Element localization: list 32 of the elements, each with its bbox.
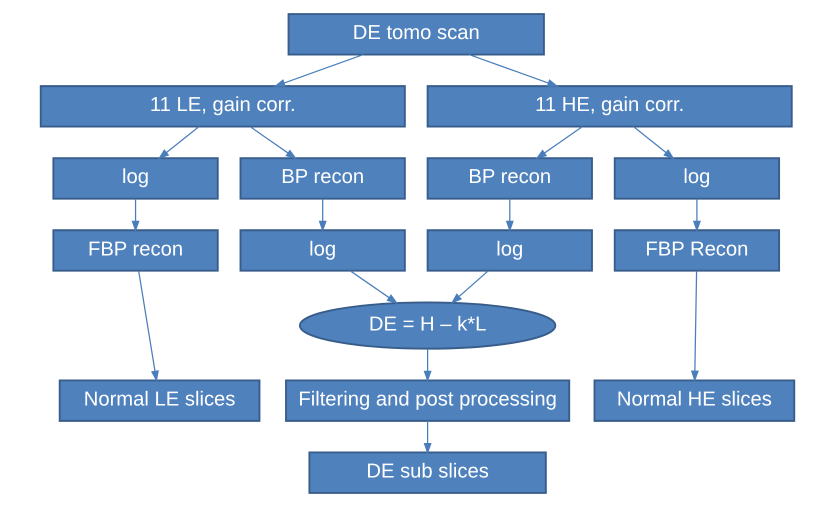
arrow bbox=[138, 270, 158, 382]
arrow bbox=[131, 198, 140, 232]
node-box: FBP recon bbox=[52, 228, 218, 272]
arrow bbox=[632, 126, 674, 159]
arrow bbox=[534, 126, 582, 159]
node-box: FBP Recon bbox=[613, 228, 780, 272]
arrow bbox=[423, 420, 432, 454]
node-box: Filtering and post processing bbox=[284, 378, 570, 422]
arrow bbox=[157, 126, 199, 159]
arrow bbox=[692, 198, 700, 232]
node-box: Normal HE slices bbox=[593, 378, 795, 422]
arrow bbox=[450, 270, 488, 304]
node-ellipse: DE = H – k*L bbox=[298, 301, 556, 350]
arrow bbox=[318, 198, 326, 232]
node-box: DE sub slices bbox=[308, 451, 546, 494]
arrow bbox=[423, 348, 432, 382]
node-box: log bbox=[239, 228, 406, 272]
node-box: log bbox=[613, 156, 780, 200]
arrow bbox=[349, 270, 398, 304]
node-box: log bbox=[52, 156, 218, 200]
node-box: DE tomo scan bbox=[287, 12, 544, 55]
arrow bbox=[468, 53, 558, 86]
node-box: log bbox=[426, 228, 592, 272]
node-box: 11 LE, gain corr. bbox=[39, 84, 406, 128]
arrow bbox=[273, 53, 364, 86]
node-box: BP recon bbox=[426, 156, 592, 200]
arrow bbox=[690, 270, 698, 382]
node-box: BP recon bbox=[239, 156, 406, 200]
node-box: Normal LE slices bbox=[58, 378, 260, 422]
arrow bbox=[249, 126, 296, 159]
arrow bbox=[505, 198, 514, 232]
node-box: 11 HE, gain corr. bbox=[426, 84, 792, 128]
